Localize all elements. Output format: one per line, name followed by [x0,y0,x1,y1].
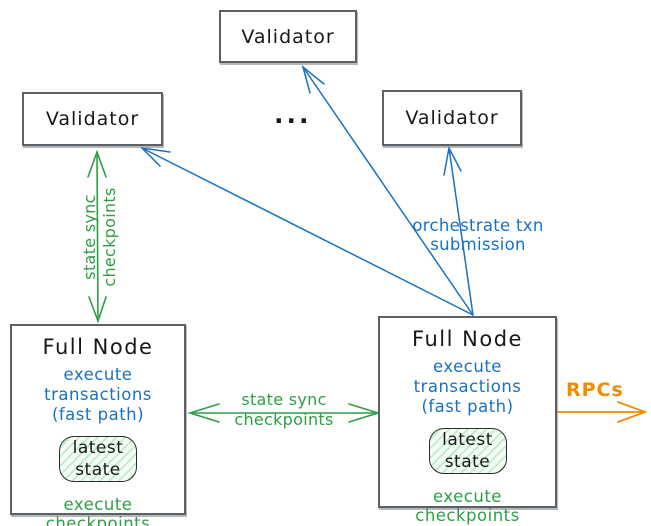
latest-state-left-line1: latest [72,438,124,458]
full-node-right-subtitle-2: (fast path) [421,397,514,416]
label-state-sync-vertical-line1: state sync [80,194,99,280]
node-validator-top: Validator [219,10,357,63]
label-rpcs: RPCs [566,379,624,401]
full-node-right-subtitle-1: execute transactions [413,357,522,396]
label-state-sync-horizontal-line2: checkpoints [234,410,334,429]
node-validator-left: Validator [22,92,163,146]
more-validators-ellipsis: ... [274,100,312,129]
validator-left-label: Validator [45,108,140,130]
validator-top-label: Validator [241,25,335,48]
label-state-sync-vertical-line2: checkpoints [100,187,119,287]
latest-state-left-line2: state [75,460,121,480]
label-orchestrate-txn-submission: orchestrate txn submission [412,216,544,254]
full-node-left-title: Full Node [42,335,154,359]
arrow-rpcs [557,401,648,423]
node-full-node-right: Full Node execute transactions (fast pat… [378,316,557,525]
full-node-right-footer: execute checkpoints [415,487,520,525]
full-node-right-title: Full Node [412,327,523,351]
label-state-sync-horizontal-line1: state sync [241,390,327,409]
label-state-sync-horizontal: state sync checkpoints [227,390,341,430]
full-node-left-subtitle-1: execute transactions [44,365,152,404]
validator-right-label: Validator [405,107,499,129]
latest-state-box-left: latest state [59,436,137,482]
latest-state-right-line2: state [444,452,491,472]
full-node-left-footer: execute checkpoints [45,495,151,526]
latest-state-box-right: latest state [428,428,507,474]
node-full-node-left: Full Node execute transactions (fast pat… [10,324,186,526]
latest-state-right-line1: latest [442,430,493,450]
node-validator-right: Validator [382,90,522,146]
label-state-sync-vertical: state sync checkpoints [80,152,120,322]
full-node-left-subtitle-2: (fast path) [51,405,145,424]
